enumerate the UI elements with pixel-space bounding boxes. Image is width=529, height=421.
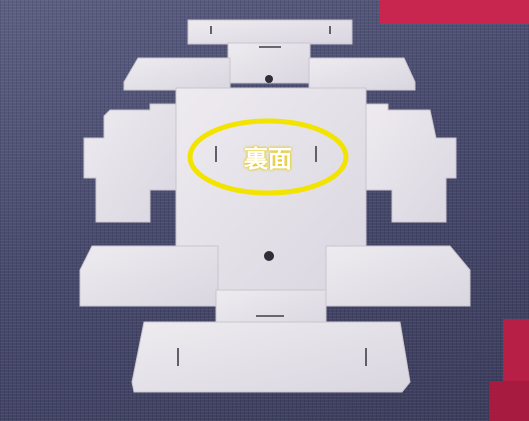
hole-top [265, 75, 273, 83]
highlight-ellipse [187, 118, 349, 196]
cut-marks [177, 26, 367, 366]
red-carpet-corner-bottom-right [503, 319, 529, 385]
red-carpet-corner-top-right [380, 0, 529, 24]
hole-bottom [264, 251, 274, 261]
bottom-tab [131, 321, 411, 393]
red-carpet-corner-bottom-right-lower [489, 381, 529, 421]
back-side-label: 裏面 [244, 144, 292, 173]
lower-right-flap [325, 245, 471, 307]
upper-right-flap [308, 57, 416, 91]
cardboard-pieces [79, 19, 471, 393]
left-wing [83, 103, 177, 223]
right-wing [365, 103, 457, 223]
top-tab [187, 19, 353, 45]
upper-left-flap [123, 57, 231, 91]
lower-left-flap [79, 245, 219, 307]
